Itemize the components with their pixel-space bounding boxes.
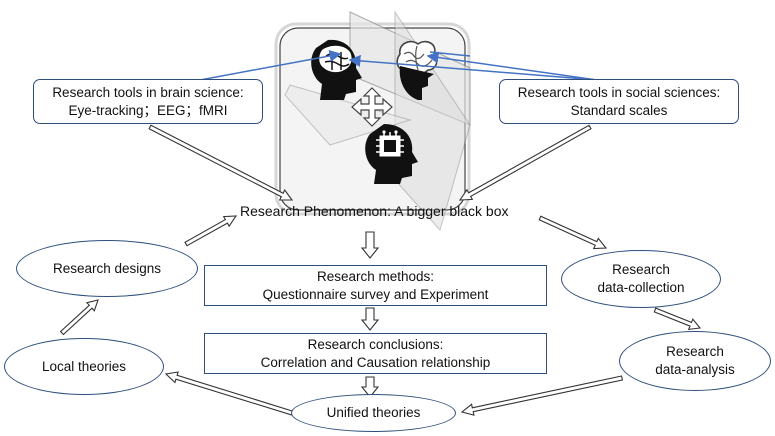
local-theories-label: Local theories — [41, 358, 127, 374]
local-theories-ellipse: Local theories — [4, 338, 164, 395]
arrow-analysis-to-unified — [460, 375, 624, 416]
bidirectional-cross-arrows-icon — [351, 87, 393, 127]
social-tools-list: Standard scales — [570, 102, 668, 118]
arrow-unified-to-local — [164, 371, 294, 416]
arrow-brain-tools-to-phenomenon — [148, 124, 294, 201]
brain-tools-list: Eye-tracking；EEG；fMRI — [68, 102, 228, 118]
unified-theories-ellipse: Unified theories — [291, 394, 456, 432]
data-collection-line2: data-collection — [597, 280, 685, 295]
connector-social-tools-to-brain — [426, 51, 598, 81]
conclusions-title: Research conclusions: — [307, 336, 444, 352]
robot-head-chip-icon — [365, 124, 418, 184]
connector-brain-tools-to-head — [199, 50, 342, 81]
brain-science-tools-box: Research tools in brain science: Eye-tra… — [33, 79, 263, 124]
research-designs-ellipse: Research designs — [16, 240, 198, 297]
connector-frame-edge — [429, 51, 471, 57]
conclusions-detail: Correlation and Causation relationship — [260, 354, 491, 370]
research-designs-label: Research designs — [52, 260, 162, 276]
arrow-conclusions-to-unified — [360, 376, 380, 398]
methods-title: Research methods: — [316, 268, 435, 284]
unified-theories-label: Unified theories — [326, 405, 421, 420]
data-collection-line1: Research — [612, 262, 670, 277]
brain-tools-title: Research tools in brain science: — [52, 84, 244, 100]
hollow-arrows — [59, 124, 702, 416]
social-science-tools-box: Research tools in social sciences: Stand… — [499, 79, 739, 124]
arrow-social-tools-to-phenomenon — [458, 124, 592, 201]
research-conclusions-box: Research conclusions: Correlation and Ca… — [204, 333, 547, 374]
methods-detail: Questionnaire survey and Experiment — [262, 286, 489, 302]
data-analysis-ellipse: Research data-analysis — [619, 331, 771, 391]
arrow-methods-to-conclusions — [360, 307, 380, 331]
data-analysis-line2: data-analysis — [655, 362, 735, 377]
arrow-phenomenon-to-collection — [538, 215, 608, 250]
arrow-designs-to-phenomenon — [184, 215, 238, 247]
connector-social-tools-to-head — [348, 54, 598, 81]
data-analysis-line1: Research — [666, 344, 724, 359]
social-tools-title: Research tools in social sciences: — [517, 84, 721, 100]
research-phenomenon-label: Research Phenomenon: A bigger black box — [240, 203, 509, 219]
arrow-collection-to-analysis — [653, 307, 702, 331]
research-methods-box: Research methods: Questionnaire survey a… — [204, 265, 547, 306]
arrow-local-to-designs — [59, 299, 99, 336]
data-collection-ellipse: Research data-collection — [561, 250, 721, 308]
arrow-phenomenon-to-methods — [360, 231, 380, 259]
